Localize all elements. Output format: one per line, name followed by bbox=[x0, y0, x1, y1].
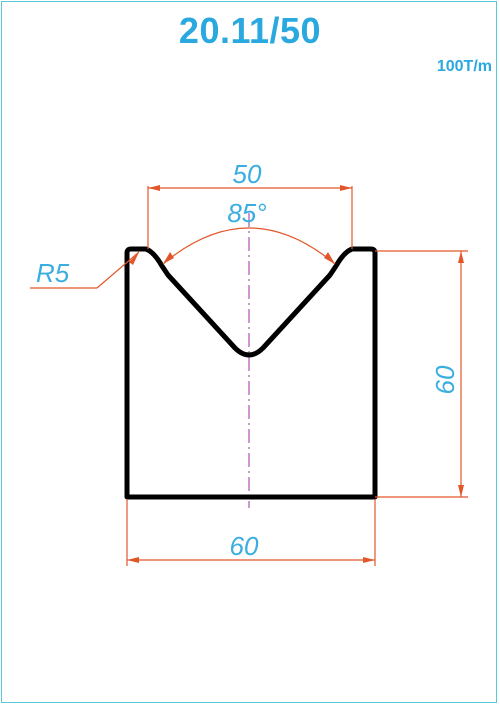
top-opening-value: 50 bbox=[233, 159, 262, 189]
radius-value: R5 bbox=[36, 258, 70, 288]
base-width-dimension bbox=[126, 499, 376, 566]
die-capacity-label: 100T/m bbox=[436, 58, 492, 75]
height-value: 60 bbox=[430, 365, 460, 394]
height-dimension bbox=[375, 250, 468, 498]
angle-value: 85° bbox=[227, 198, 266, 228]
radius-leader bbox=[30, 251, 140, 289]
die-model-title: 20.11/50 bbox=[178, 10, 322, 51]
top-opening-dimension bbox=[147, 185, 353, 249]
v-die-profile bbox=[124, 246, 378, 500]
base-width-value: 60 bbox=[230, 531, 259, 561]
angle-dimension bbox=[162, 227, 336, 265]
